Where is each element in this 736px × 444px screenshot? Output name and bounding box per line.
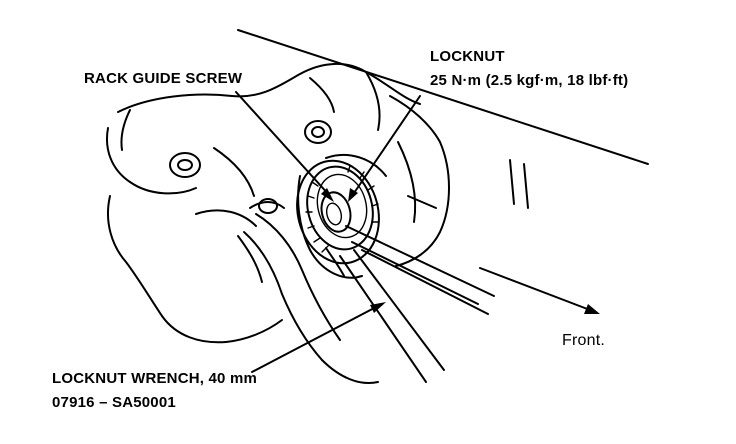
tool-part-number-label: 07916 – SA50001 [52, 394, 176, 411]
front-arrow [479, 267, 600, 314]
gearbox-housing [106, 62, 421, 344]
locknut-label: LOCKNUT [430, 48, 505, 65]
locknut-wrench-label: LOCKNUT WRENCH, 40 mm [52, 370, 258, 387]
locknut-assembly [296, 153, 387, 279]
rack-guide-screw-label: RACK GUIDE SCREW [84, 70, 243, 87]
leader-lines [235, 91, 421, 373]
locknut-wrench [243, 213, 495, 384]
front-direction-label: Front. [562, 332, 605, 349]
torque-spec-label: 25 N·m (2.5 kgf·m, 18 lbf·ft) [430, 72, 629, 89]
mounting-bosses [169, 120, 332, 214]
frame-line [237, 29, 649, 267]
